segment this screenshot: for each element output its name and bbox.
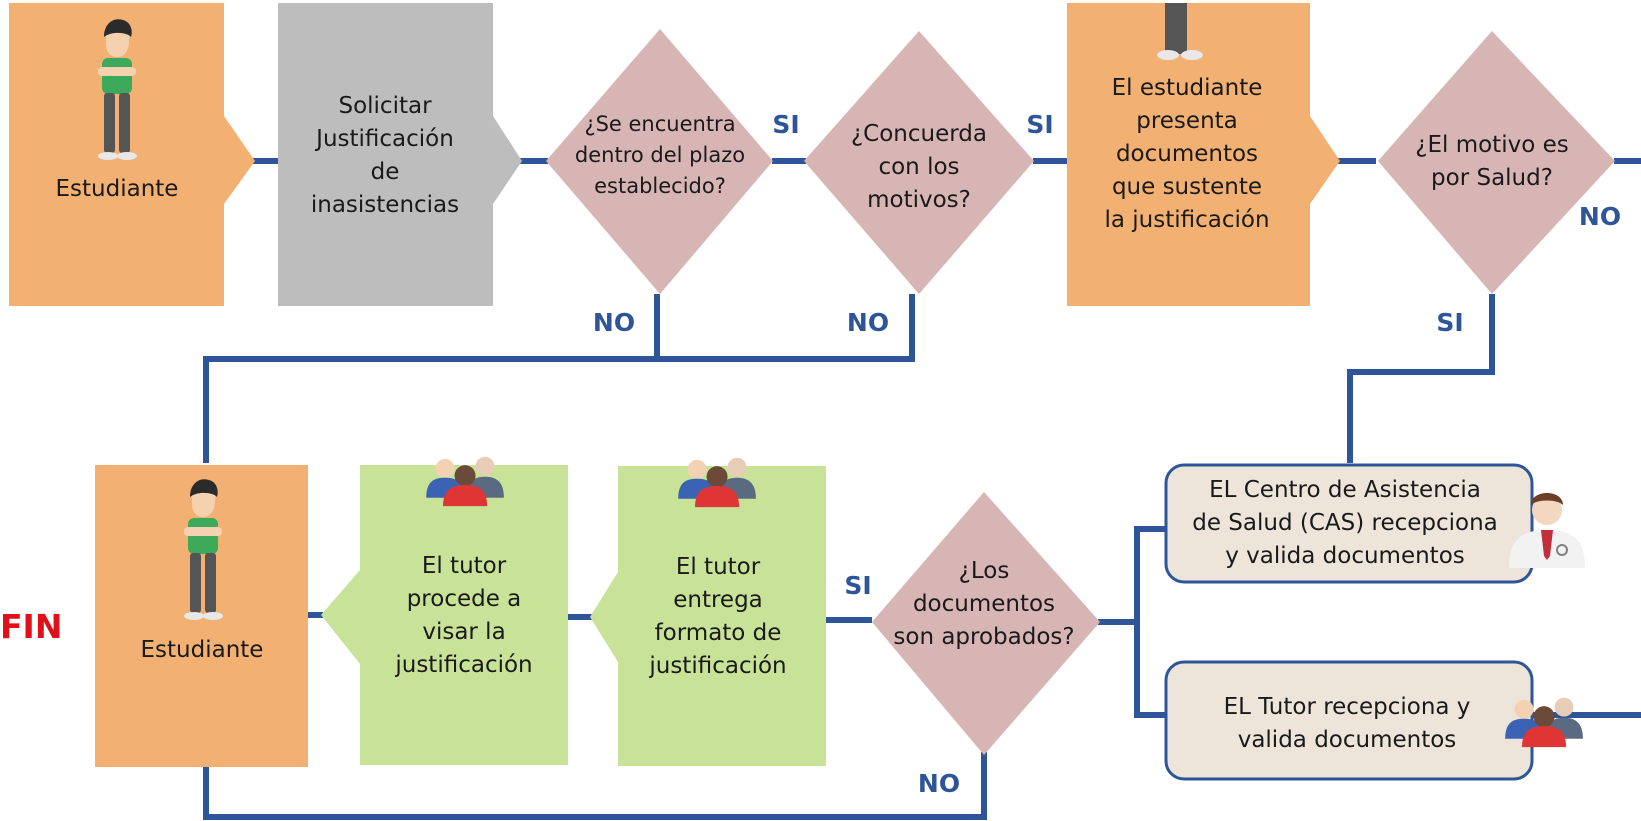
node-label-line: justificación bbox=[394, 652, 532, 678]
node-label-line: El estudiante bbox=[1112, 75, 1263, 101]
edge-aprobados-no bbox=[203, 752, 987, 820]
edge-label-salud-no: NO bbox=[1579, 202, 1621, 231]
node-label: ¿Concuerda con los motivos? bbox=[851, 121, 987, 213]
node-label-line: dentro del plazo bbox=[575, 143, 745, 167]
node-label: Estudiante bbox=[141, 637, 264, 663]
node-label-line: formato de bbox=[655, 620, 782, 646]
node-label-line: valida documentos bbox=[1238, 727, 1457, 753]
node-estudiante-end: Estudiante bbox=[95, 465, 308, 767]
node-label-line: EL Centro de Asistencia bbox=[1209, 477, 1481, 503]
edge-plazo-no bbox=[203, 294, 660, 463]
edge-concuerda-no bbox=[657, 294, 915, 362]
node-label-line: ¿El motivo es bbox=[1415, 132, 1568, 158]
node-label-line: El tutor bbox=[676, 554, 761, 580]
node-label-line: Solicitar bbox=[338, 93, 432, 119]
node-label: EL Centro de Asistencia de Salud (CAS) re… bbox=[1192, 477, 1498, 569]
node-label-line: inasistencias bbox=[311, 192, 459, 218]
node-label-line: entrega bbox=[673, 587, 763, 613]
node-estudiante-start: Estudiante bbox=[9, 3, 255, 306]
node-presenta: El estudiante presenta documentos que suste… bbox=[1067, 3, 1340, 306]
edge-validation-bracket bbox=[1134, 526, 1166, 718]
node-label-line: documentos bbox=[1116, 141, 1258, 167]
edge-label-plazo-si: SI bbox=[772, 110, 799, 139]
terminal-fin: FIN bbox=[0, 607, 62, 646]
student-figure-icon bbox=[1165, 3, 1187, 54]
node-concuerda: ¿Concuerda con los motivos? bbox=[804, 31, 1034, 294]
edge-label-aprobados-no: NO bbox=[918, 769, 960, 798]
node-label: ¿El motivo es por Salud? bbox=[1415, 132, 1568, 191]
node-label: EL Tutor recepciona y valida documentos bbox=[1224, 694, 1471, 753]
node-label-line: establecido? bbox=[594, 174, 726, 198]
node-visar: El tutor procede a visar la justificación bbox=[321, 456, 568, 765]
node-label: ¿Los documentos son aprobados? bbox=[893, 558, 1074, 650]
node-label-line: ¿Se encuentra bbox=[584, 112, 735, 136]
edge-label-concuerda-si: SI bbox=[1026, 110, 1053, 139]
node-label-line: justificación bbox=[648, 653, 786, 679]
node-label: ¿Se encuentra dentro del plazo establecido… bbox=[575, 112, 745, 198]
node-label-line: visar la bbox=[422, 619, 505, 645]
node-label: El tutor procede a visar la justificación bbox=[394, 553, 532, 678]
node-label-line: presenta bbox=[1136, 108, 1238, 134]
node-label-line: ¿Los bbox=[959, 558, 1010, 584]
node-label-line: Justificación bbox=[314, 126, 454, 152]
node-label: El estudiante presenta documentos que suste… bbox=[1104, 75, 1269, 233]
edge-label-aprobados-si: SI bbox=[844, 571, 871, 600]
node-label-line: ¿Concuerda bbox=[851, 121, 987, 147]
node-label-line: de Salud (CAS) recepciona bbox=[1192, 510, 1498, 536]
node-plazo: ¿Se encuentra dentro del plazo establecido… bbox=[546, 29, 773, 294]
edge-salud-si bbox=[1347, 294, 1495, 463]
node-label-line: documentos bbox=[913, 591, 1055, 617]
edge-label-concuerda-no: NO bbox=[847, 308, 889, 337]
node-aprobados: ¿Los documentos son aprobados? bbox=[872, 492, 1100, 755]
node-entrega: El tutor entrega formato de justificación bbox=[590, 457, 826, 766]
edge-label-plazo-no: NO bbox=[593, 308, 635, 337]
node-label-line: El tutor bbox=[422, 553, 507, 579]
node-label: Estudiante bbox=[56, 176, 179, 202]
node-label-line: por Salud? bbox=[1431, 165, 1553, 191]
node-label-line: son aprobados? bbox=[893, 624, 1074, 650]
node-label-line: con los bbox=[878, 154, 959, 180]
node-label-line: Estudiante bbox=[56, 176, 179, 202]
node-label-line: Estudiante bbox=[141, 637, 264, 663]
node-label-line: que sustente bbox=[1112, 174, 1262, 200]
node-label: El tutor entrega formato de justificación bbox=[648, 554, 786, 679]
node-tutor-valida: EL Tutor recepciona y valida documentos bbox=[1164, 660, 1583, 781]
node-label-line: la justificación bbox=[1104, 207, 1269, 233]
node-cas: EL Centro de Asistencia de Salud (CAS) re… bbox=[1164, 463, 1586, 584]
node-label-line: y valida documentos bbox=[1225, 543, 1465, 569]
node-label-line: procede a bbox=[407, 586, 522, 612]
node-label-line: de bbox=[371, 159, 400, 185]
edge-label-salud-si: SI bbox=[1436, 308, 1463, 337]
node-label-line: EL Tutor recepciona y bbox=[1224, 694, 1471, 720]
node-salud: ¿El motivo es por Salud? bbox=[1378, 31, 1615, 294]
node-label-line: motivos? bbox=[867, 187, 971, 213]
